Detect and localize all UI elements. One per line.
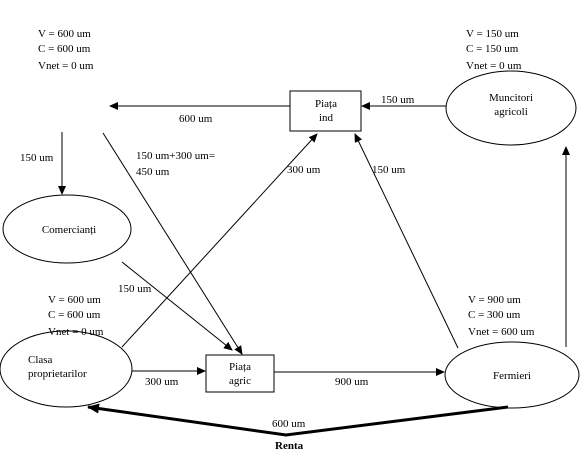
info-top-right-c: C = 150 um <box>466 43 519 55</box>
info-top-left-v: V = 600 um <box>38 28 91 40</box>
flow-label-sum-line2: 450 um <box>136 166 170 178</box>
flow-label-150-left: 150 um <box>20 152 54 164</box>
clasa-label-2: proprietarilor <box>28 368 87 380</box>
arrow-clasa-to-piata-ind <box>121 133 318 348</box>
piata-agric-box <box>205 354 275 393</box>
flow-label-150-up: 150 um <box>372 164 406 176</box>
piata-agric-label-2: agric <box>229 375 251 387</box>
comercianti-ellipse <box>2 194 132 264</box>
flow-label-600-renta: 600 um <box>272 418 306 430</box>
piata-ind-label-2: ind <box>319 112 334 124</box>
arrow-comercianti-to-piata-agric <box>121 261 233 351</box>
flow-label-900-fermieri: 900 um <box>335 376 369 388</box>
info-clasa-c: C = 600 um <box>48 309 101 321</box>
info-fermieri-c: C = 300 um <box>468 309 521 321</box>
piata-ind-label-1: Piața <box>315 98 337 110</box>
info-fermieri-vnet: Vnet = 600 um <box>468 326 535 338</box>
flow-label-600-top: 600 um <box>179 113 213 125</box>
fermieri-label: Fermieri <box>493 370 531 382</box>
info-top-right-vnet: Vnet = 0 um <box>466 60 522 72</box>
flow-label-sum-line1: 150 um+300 um= <box>136 150 215 162</box>
muncitori-agricoli-ellipse <box>445 70 577 146</box>
arrow-fermieri-to-piata-ind <box>354 133 459 349</box>
info-top-left-vnet: Vnet = 0 um <box>38 60 94 72</box>
comercianti-label: Comercianți <box>42 224 96 236</box>
renta-label: Renta <box>275 440 304 452</box>
fermieri-ellipse <box>444 341 580 409</box>
info-top-right-v: V = 150 um <box>466 28 519 40</box>
info-fermieri-v: V = 900 um <box>468 294 521 306</box>
muncitori-label-1: Muncitori <box>489 92 533 104</box>
flow-label-300-up: 300 um <box>287 164 321 176</box>
clasa-label-1: Clasa <box>28 354 53 366</box>
piata-agric-label-1: Piața <box>229 361 251 373</box>
flow-label-300-agric: 300 um <box>145 376 179 388</box>
info-clasa-vnet: Vnet = 0 um <box>48 326 104 338</box>
flow-label-150-muncitori: 150 um <box>381 94 415 106</box>
info-top-left-c: C = 600 um <box>38 43 91 55</box>
muncitori-label-2: agricoli <box>494 106 528 118</box>
arrow-to-piata-agric-diagonal <box>102 132 243 355</box>
info-clasa-v: V = 600 um <box>48 294 101 306</box>
renta-arrow <box>87 403 509 437</box>
piata-ind-box <box>289 90 362 132</box>
flow-label-150-comercianti: 150 um <box>118 283 152 295</box>
clasa-proprietarilor-ellipse <box>0 330 133 408</box>
